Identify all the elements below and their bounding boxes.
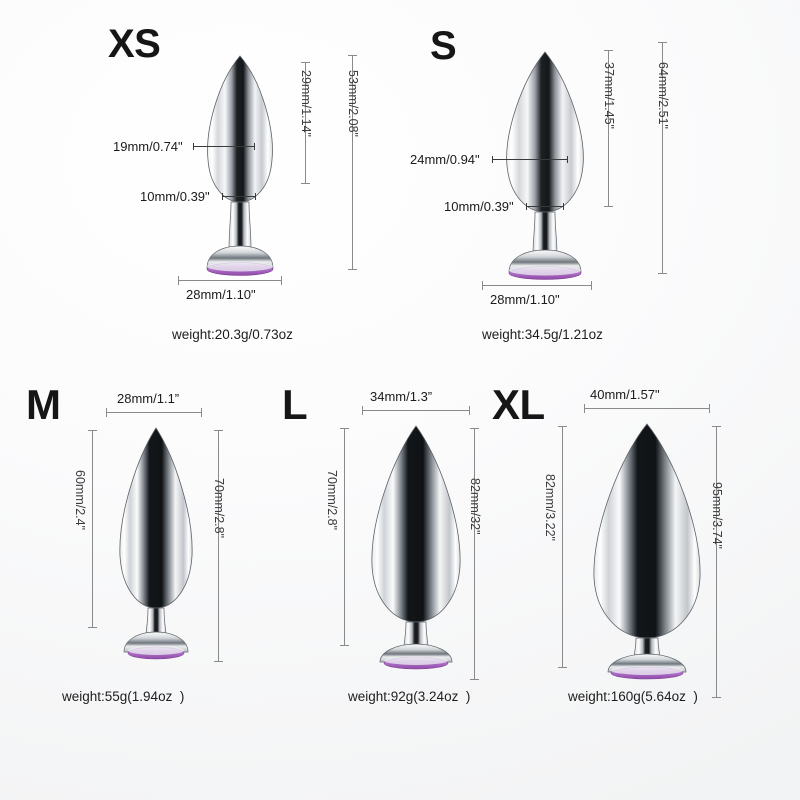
width-label-l: 34mm/1.3” <box>370 389 433 404</box>
neck-label-s: 10mm/0.39" <box>444 199 514 214</box>
neck-label-xs: 10mm/0.39" <box>140 189 210 204</box>
measure-width-s <box>492 156 568 163</box>
size-label-xl: XL <box>492 381 545 428</box>
size-panel-m: M 28mm/1.1” 60mm/2.4" 70mm/2.8" weight:5… <box>0 370 270 800</box>
dimline-base-s <box>482 281 592 290</box>
width-label-s: 24mm/0.94" <box>410 152 480 167</box>
dimline-total-xs <box>348 55 357 270</box>
dimline-total-s <box>658 42 667 274</box>
size-label-m: M <box>26 381 61 428</box>
dimline-total-l <box>470 428 479 680</box>
size-panel-s: S 24mm/0.94" 10mm/0.39" 37mm/1.45" 64mm/… <box>400 0 800 370</box>
product-figure-m <box>108 422 204 662</box>
total-label-xl: 95mm/3.74" <box>710 482 724 549</box>
insert-label-m: 60mm/2.4" <box>73 470 87 531</box>
dimline-base-xs <box>178 276 282 285</box>
dimline-insert-s <box>604 50 613 207</box>
product-figure-xs <box>185 52 295 282</box>
width-label-xs: 19mm/0.74" <box>113 139 183 154</box>
dimline-insert-m <box>88 430 97 628</box>
size-label-s: S <box>430 24 457 68</box>
dimline-total-xl <box>712 426 721 698</box>
dimline-insert-xl <box>558 426 567 668</box>
product-figure-xl <box>578 418 716 680</box>
size-panel-xl: XL 40mm/1.57" 82mm/3.22" 95mm/3.74" weig… <box>480 370 800 800</box>
total-label-xs: 53mm/2.08" <box>346 70 360 137</box>
product-figure-s <box>485 48 605 283</box>
weight-label-s: weight:34.5g/1.21oz <box>482 327 603 342</box>
measure-width-xs <box>193 143 255 150</box>
dimline-insert-l <box>340 428 349 646</box>
dimline-width-l <box>362 406 470 415</box>
insert-label-xs: 29mm/1.14" <box>299 70 313 137</box>
base-label-s: 28mm/1.10" <box>490 292 560 307</box>
size-label-l: L <box>282 381 308 428</box>
dimline-total-m <box>214 430 223 662</box>
total-label-s: 64mm/2.51" <box>656 62 670 129</box>
dimline-insert-xs <box>301 62 310 184</box>
weight-label-xs: weight:20.3g/0.73oz <box>172 327 293 342</box>
dimline-width-xl <box>584 404 710 413</box>
weight-label-m: weight:55g(1.94oz ) <box>62 689 185 704</box>
size-label-xs: XS <box>108 22 161 66</box>
insert-label-s: 37mm/1.45" <box>602 62 616 129</box>
product-figure-l <box>358 420 474 670</box>
total-label-m: 70mm/2.8" <box>212 478 226 539</box>
width-label-m: 28mm/1.1” <box>117 391 180 406</box>
insert-label-xl: 82mm/3.22" <box>543 474 557 541</box>
width-label-xl: 40mm/1.57" <box>590 387 660 402</box>
measure-neck-s <box>526 203 564 210</box>
measure-neck-xs <box>222 193 256 200</box>
insert-label-l: 70mm/2.8" <box>325 470 339 531</box>
weight-label-xl: weight:160g(5.64oz ) <box>568 689 698 704</box>
weight-label-l: weight:92g(3.24oz ) <box>348 689 471 704</box>
base-label-xs: 28mm/1.10" <box>186 287 256 302</box>
size-panel-xs: XS 19mm/0.74" 10mm/0.39" 29mm/1.14" 53mm… <box>0 0 400 370</box>
dimline-width-m <box>106 408 202 417</box>
size-panel-l: L 34mm/1.3” 70mm/2.8" 82mm/32" weight:92… <box>270 370 520 800</box>
